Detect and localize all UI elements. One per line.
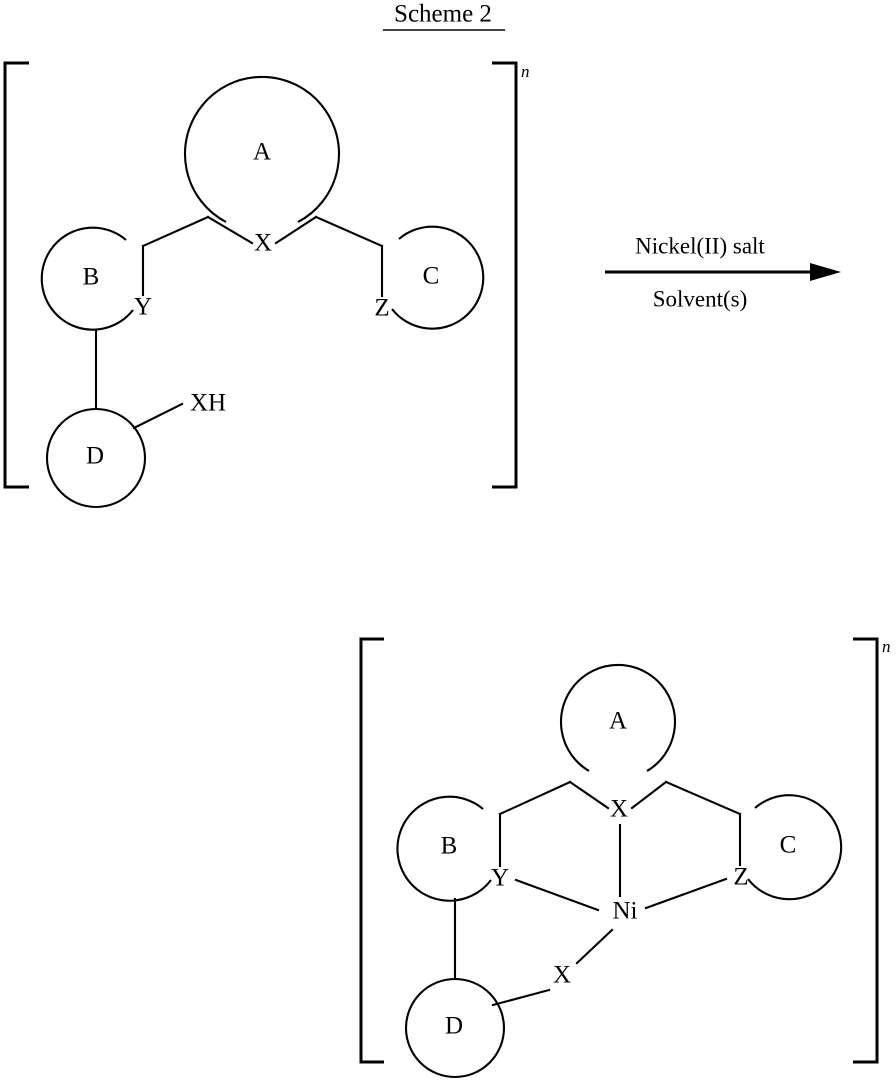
reactant-bracket-superscript-n: n [521, 62, 530, 81]
reactant-right-bracket [492, 61, 518, 489]
reaction-condition-above: Nickel(II) salt [635, 233, 765, 258]
reactant-atom-X: X [254, 230, 272, 257]
product-atom-Z: Z [733, 864, 748, 891]
product-bond-A-to-X-left [568, 780, 610, 810]
product-bond-Y-to-Ni [514, 878, 600, 912]
product-ring-D: D [404, 977, 506, 1079]
reactant-bond-D-to-XH [132, 402, 184, 430]
product-ring-D-label: D [445, 1013, 463, 1040]
product-ring-C: C [747, 794, 843, 901]
reactant-ring-A-label: A [253, 139, 271, 166]
product-bond-Ni-to-X-lower [575, 928, 614, 965]
product-bond-Ni-to-Z [644, 877, 728, 910]
reactant-ring-C: C [391, 225, 485, 330]
reactant-bond-A-to-X-right [274, 215, 318, 245]
reactant-ring-A: A [184, 75, 340, 223]
product-bond-A-to-X-right [630, 780, 668, 810]
product-atom-X-lower: X [553, 962, 571, 989]
reactant-ring-D: D [45, 407, 147, 509]
reaction-arrow-head [810, 263, 841, 281]
product-ring-A-label: A [609, 708, 627, 735]
reactant-bond-A-to-X-left [206, 215, 254, 245]
product-ring-A: A [560, 663, 676, 772]
product-bracket-superscript-n: n [882, 637, 891, 656]
reactant-ring-B: B [40, 226, 134, 331]
product-bond-A-to-Z-diagonal [664, 780, 742, 816]
product-metal-center-Ni: Ni [613, 898, 638, 925]
reaction-arrow: Nickel(II) salt Solvent(s) [605, 233, 841, 311]
reaction-condition-below: Solvent(s) [653, 286, 748, 311]
reactant-bond-A-to-Z-diagonal [314, 215, 384, 248]
product-atom-Y: Y [491, 865, 509, 892]
reactant-atom-Z: Z [374, 295, 389, 322]
reactant-ring-D-label: D [86, 443, 104, 470]
product-bond-A-to-Y-diagonal [498, 780, 572, 816]
reactant-bond-A-to-Y-diagonal [141, 215, 210, 248]
reactant-ring-B-label: B [83, 264, 100, 291]
product-ring-B-label: B [441, 833, 458, 860]
reactant-atom-Y: Y [134, 294, 152, 321]
page-title: Scheme 2 [394, 1, 492, 28]
product-ring-B: B [396, 795, 492, 902]
product-ring-C-label: C [780, 832, 797, 859]
reactant-ring-C-label: C [423, 263, 440, 290]
reactant-left-bracket [3, 61, 29, 489]
reactant-atom-XH: XH [190, 390, 226, 417]
product-right-bracket [853, 637, 879, 1064]
product-bond-X-lower-to-D [491, 988, 551, 1007]
product-atom-X-top: X [610, 796, 628, 823]
product-left-bracket [359, 637, 384, 1064]
